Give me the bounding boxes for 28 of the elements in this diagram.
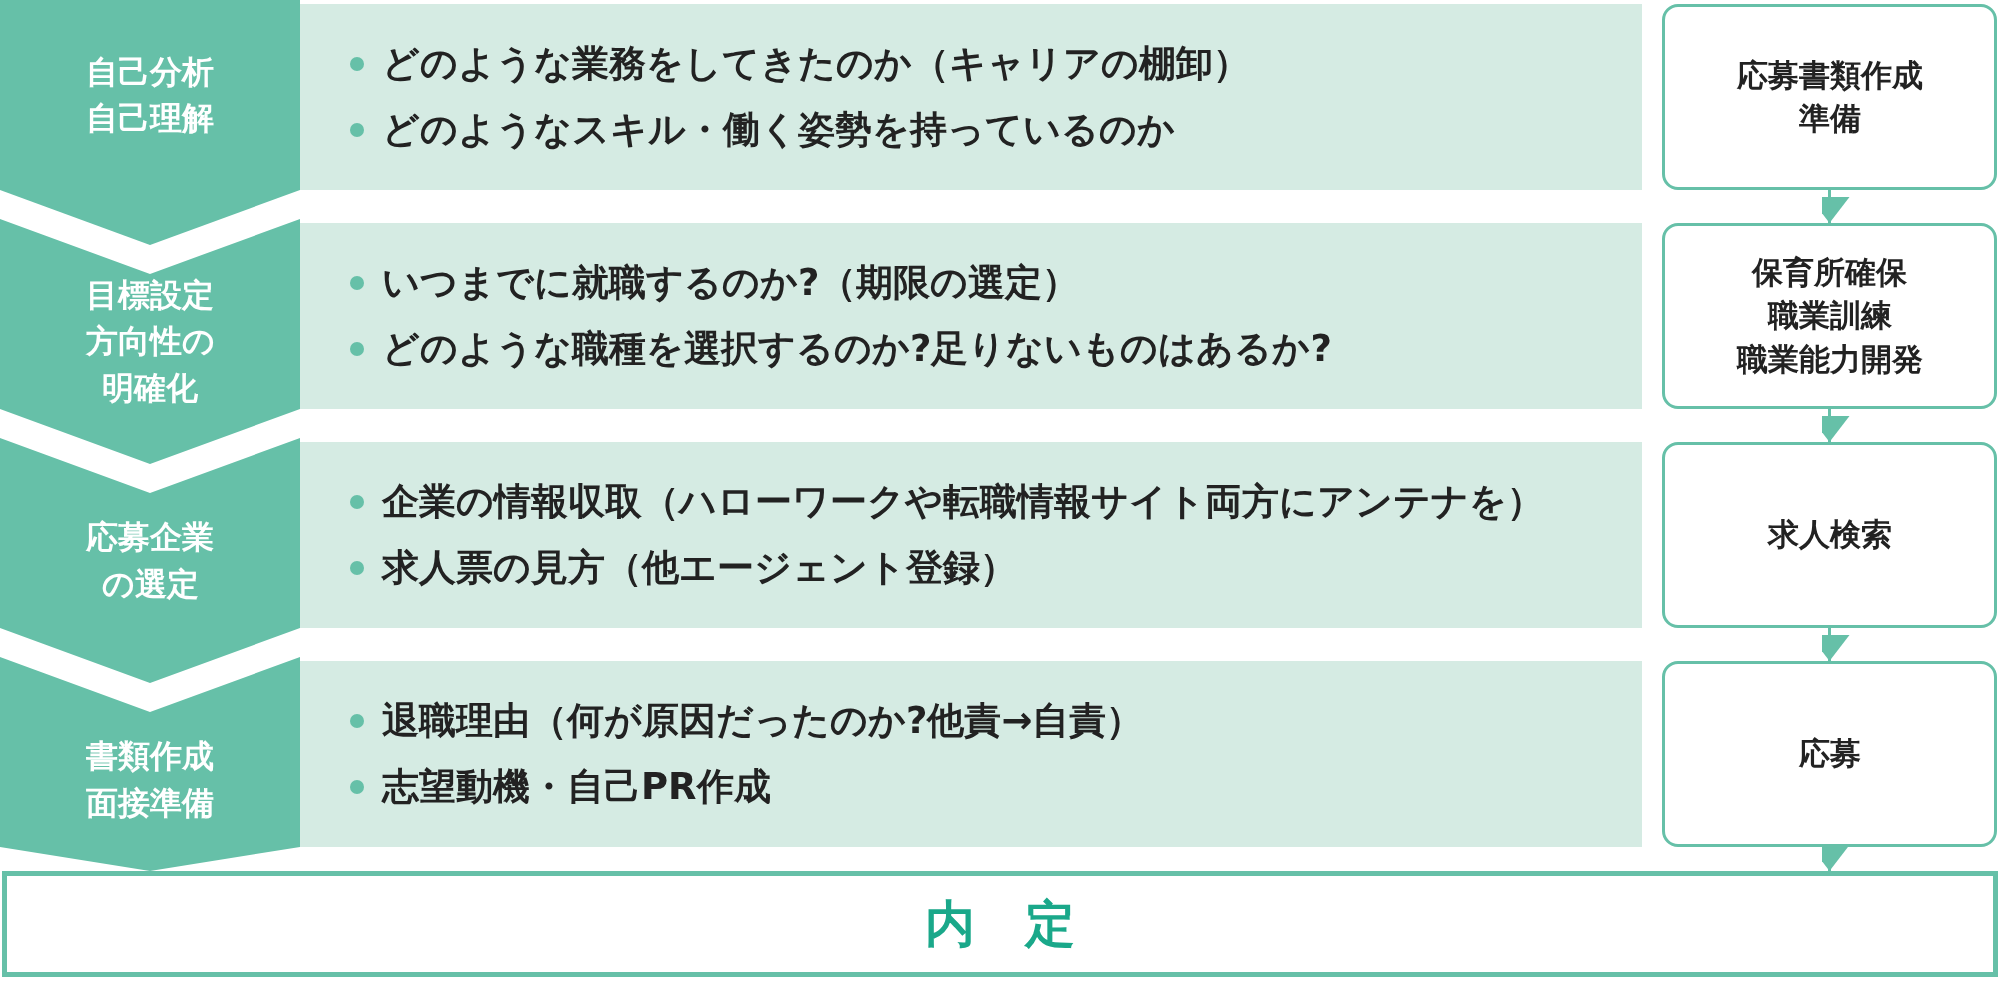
bullet-text: どのような業務をしてきたのか（キャリアの棚卸） <box>382 41 1250 86</box>
bullet-text: どのような職種を選択するのか?足りないものはあるか? <box>382 327 1332 372</box>
step-label: 応募企業の選定 <box>85 517 215 605</box>
step-card <box>1662 442 1997 628</box>
result-text: 内 定 <box>925 893 1075 955</box>
bullet-text: いつまでに就職するのか?（期限の選定） <box>382 260 1080 305</box>
card-text: 職業能力開発 <box>1735 339 1924 379</box>
content-panel <box>300 223 1642 409</box>
content-panel <box>300 661 1642 847</box>
bullet-text: 志望動機・自己PR作成 <box>382 765 771 810</box>
card-text: 保育所確保 <box>1750 252 1908 292</box>
step-card <box>1662 661 1997 847</box>
step-label: 目標設定方向性の明確化 <box>85 274 215 409</box>
bullet-text: 求人票の見方（他エージェント登録） <box>382 546 1017 591</box>
bullet-text: 退職理由（何が原因だったのか?他責→自責） <box>382 698 1144 743</box>
bullet-text: どのようなスキル・働く姿勢を持っているのか <box>382 108 1175 153</box>
step-card <box>1662 4 1997 190</box>
card-text: 応募書類作成準備 <box>1735 55 1924 138</box>
card-text: 職業訓練 <box>1766 296 1893 336</box>
step-label: 書類作成面接準備 <box>85 736 215 824</box>
step-label: 自己分析自己理解 <box>85 51 215 139</box>
card-text: 求人検索 <box>1766 515 1893 555</box>
content-panel <box>300 4 1642 190</box>
bullet-text: 企業の情報収取（ハローワークや転職情報サイト両方にアンテナを） <box>382 479 1544 524</box>
result-box <box>2 871 1998 977</box>
content-panel <box>300 442 1642 628</box>
card-text: 応募 <box>1797 734 1862 774</box>
step-card <box>1662 223 1997 409</box>
